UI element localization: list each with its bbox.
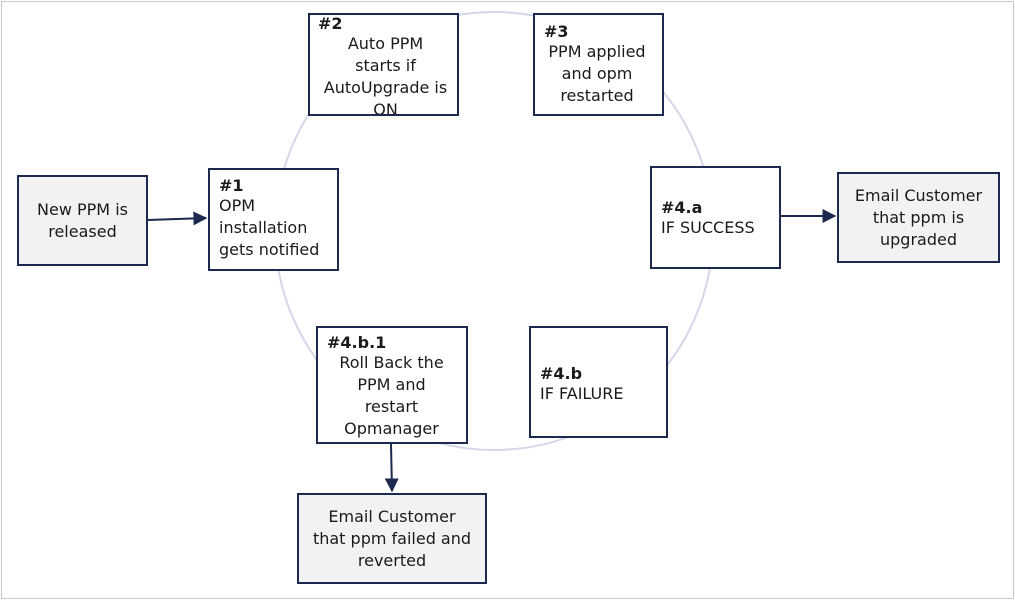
node-text: Email Customer that ppm failed and rever… [312, 506, 472, 570]
node-text: PPM applied and opm restarted [548, 42, 646, 105]
node-text: Auto PPM starts if AutoUpgrade is ON [323, 34, 448, 116]
node-email-failed: Email Customer that ppm failed and rever… [297, 493, 487, 584]
step-label: #4.a [661, 198, 703, 217]
arrow-step4b1-to-email [384, 443, 399, 493]
node-step-1: #1 OPM installation gets notified [208, 168, 339, 271]
step-label: #4.b.1 [327, 333, 387, 352]
step-label: #2 [318, 14, 343, 33]
node-email-upgraded: Email Customer that ppm is upgraded [837, 172, 1000, 263]
node-text: Email Customer that ppm is upgraded [854, 185, 983, 249]
step-label: #3 [544, 22, 569, 41]
node-step-4b: #4.b IF FAILURE [529, 326, 668, 438]
arrow-newppm-to-step1 [147, 211, 208, 226]
node-step-4b1: #4.b.1 Roll Back the PPM and restart Opm… [316, 326, 468, 444]
node-text: New PPM is released [37, 199, 128, 241]
node-step-3: #3 PPM applied and opm restarted [533, 13, 664, 116]
node-text: IF SUCCESS [661, 218, 755, 237]
node-text: IF FAILURE [540, 384, 624, 403]
node-new-ppm-released: New PPM is released [17, 175, 148, 266]
step-label: #1 [219, 176, 244, 195]
node-step-2: #2 Auto PPM starts if AutoUpgrade is ON [308, 13, 459, 116]
node-text: Roll Back the PPM and restart Opmanager [339, 353, 444, 438]
step-label: #4.b [540, 364, 583, 383]
node-text: OPM installation gets notified [219, 196, 320, 259]
node-step-4a: #4.a IF SUCCESS [650, 166, 781, 269]
